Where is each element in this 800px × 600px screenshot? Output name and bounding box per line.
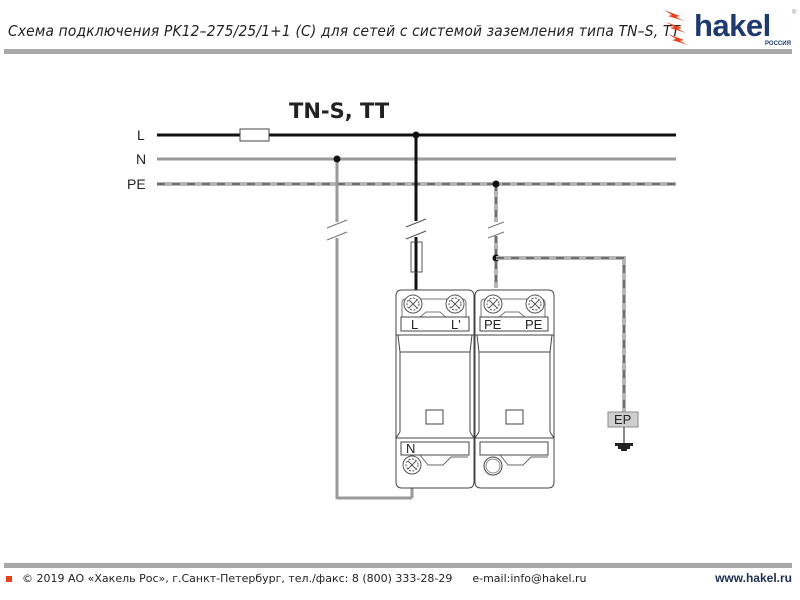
pe-junction: [492, 180, 500, 188]
terminal-label-pe-1: PE: [484, 317, 502, 332]
l-break-mark: [405, 218, 427, 228]
terminal-label-l-prime: L': [451, 317, 461, 332]
lightning-icon: [664, 10, 688, 45]
l-break-mark-2: [405, 230, 427, 240]
spd-module-left: [395, 289, 475, 489]
n-break-mark-2: [326, 231, 348, 241]
terminal-screw-icon: [483, 294, 503, 314]
spd-module-right: [474, 289, 555, 489]
registered-mark: ®: [792, 9, 797, 16]
earth-bar-box: [607, 411, 639, 428]
earth-wire-dash: [496, 257, 625, 412]
n-break-mark: [326, 219, 348, 229]
page-title: Схема подключения PK12–275/25/1+1 (C) дл…: [8, 22, 681, 40]
line-label-l: L: [137, 127, 145, 143]
l-junction: [412, 131, 420, 139]
terminal-screw-icon: [402, 455, 422, 475]
footer-copyright: © 2019 АО «Хакель Рос», г.Санкт-Петербур…: [22, 572, 453, 585]
line-label-n: N: [136, 151, 146, 167]
footer-website-link[interactable]: www.hakel.ru: [715, 571, 792, 585]
terminal-screw-icon: [525, 294, 545, 314]
footer-email[interactable]: e-mail:info@hakel.ru: [472, 572, 587, 585]
footer: © 2019 АО «Хакель Рос», г.Санкт-Петербур…: [6, 572, 587, 585]
header-divider: [4, 49, 792, 54]
pe-break-gap: [486, 222, 506, 236]
l-fuse: [239, 128, 270, 142]
logo-text: hakel: [694, 8, 771, 43]
terminal-screw-icon: [445, 294, 465, 314]
n-junction: [333, 155, 341, 163]
terminal-label-pe-2: PE: [525, 317, 543, 332]
terminal-label-l: L: [411, 317, 418, 332]
pe-break-mark-2: [487, 231, 505, 239]
terminal-screw-icon: [403, 294, 423, 314]
earth-label: EP: [614, 412, 631, 427]
system-type-label: TN-S, TT: [289, 99, 390, 123]
bullet-icon: [6, 575, 12, 582]
footer-divider: [4, 563, 792, 568]
pe-break-mark: [487, 221, 505, 229]
line-label-pe: PE: [127, 176, 146, 192]
logo-subtext: РОССИЯ: [765, 41, 791, 47]
hakel-logo: hakel ® РОССИЯ: [664, 8, 797, 47]
terminal-label-n: N: [406, 441, 415, 456]
ground-icon: [615, 443, 633, 451]
